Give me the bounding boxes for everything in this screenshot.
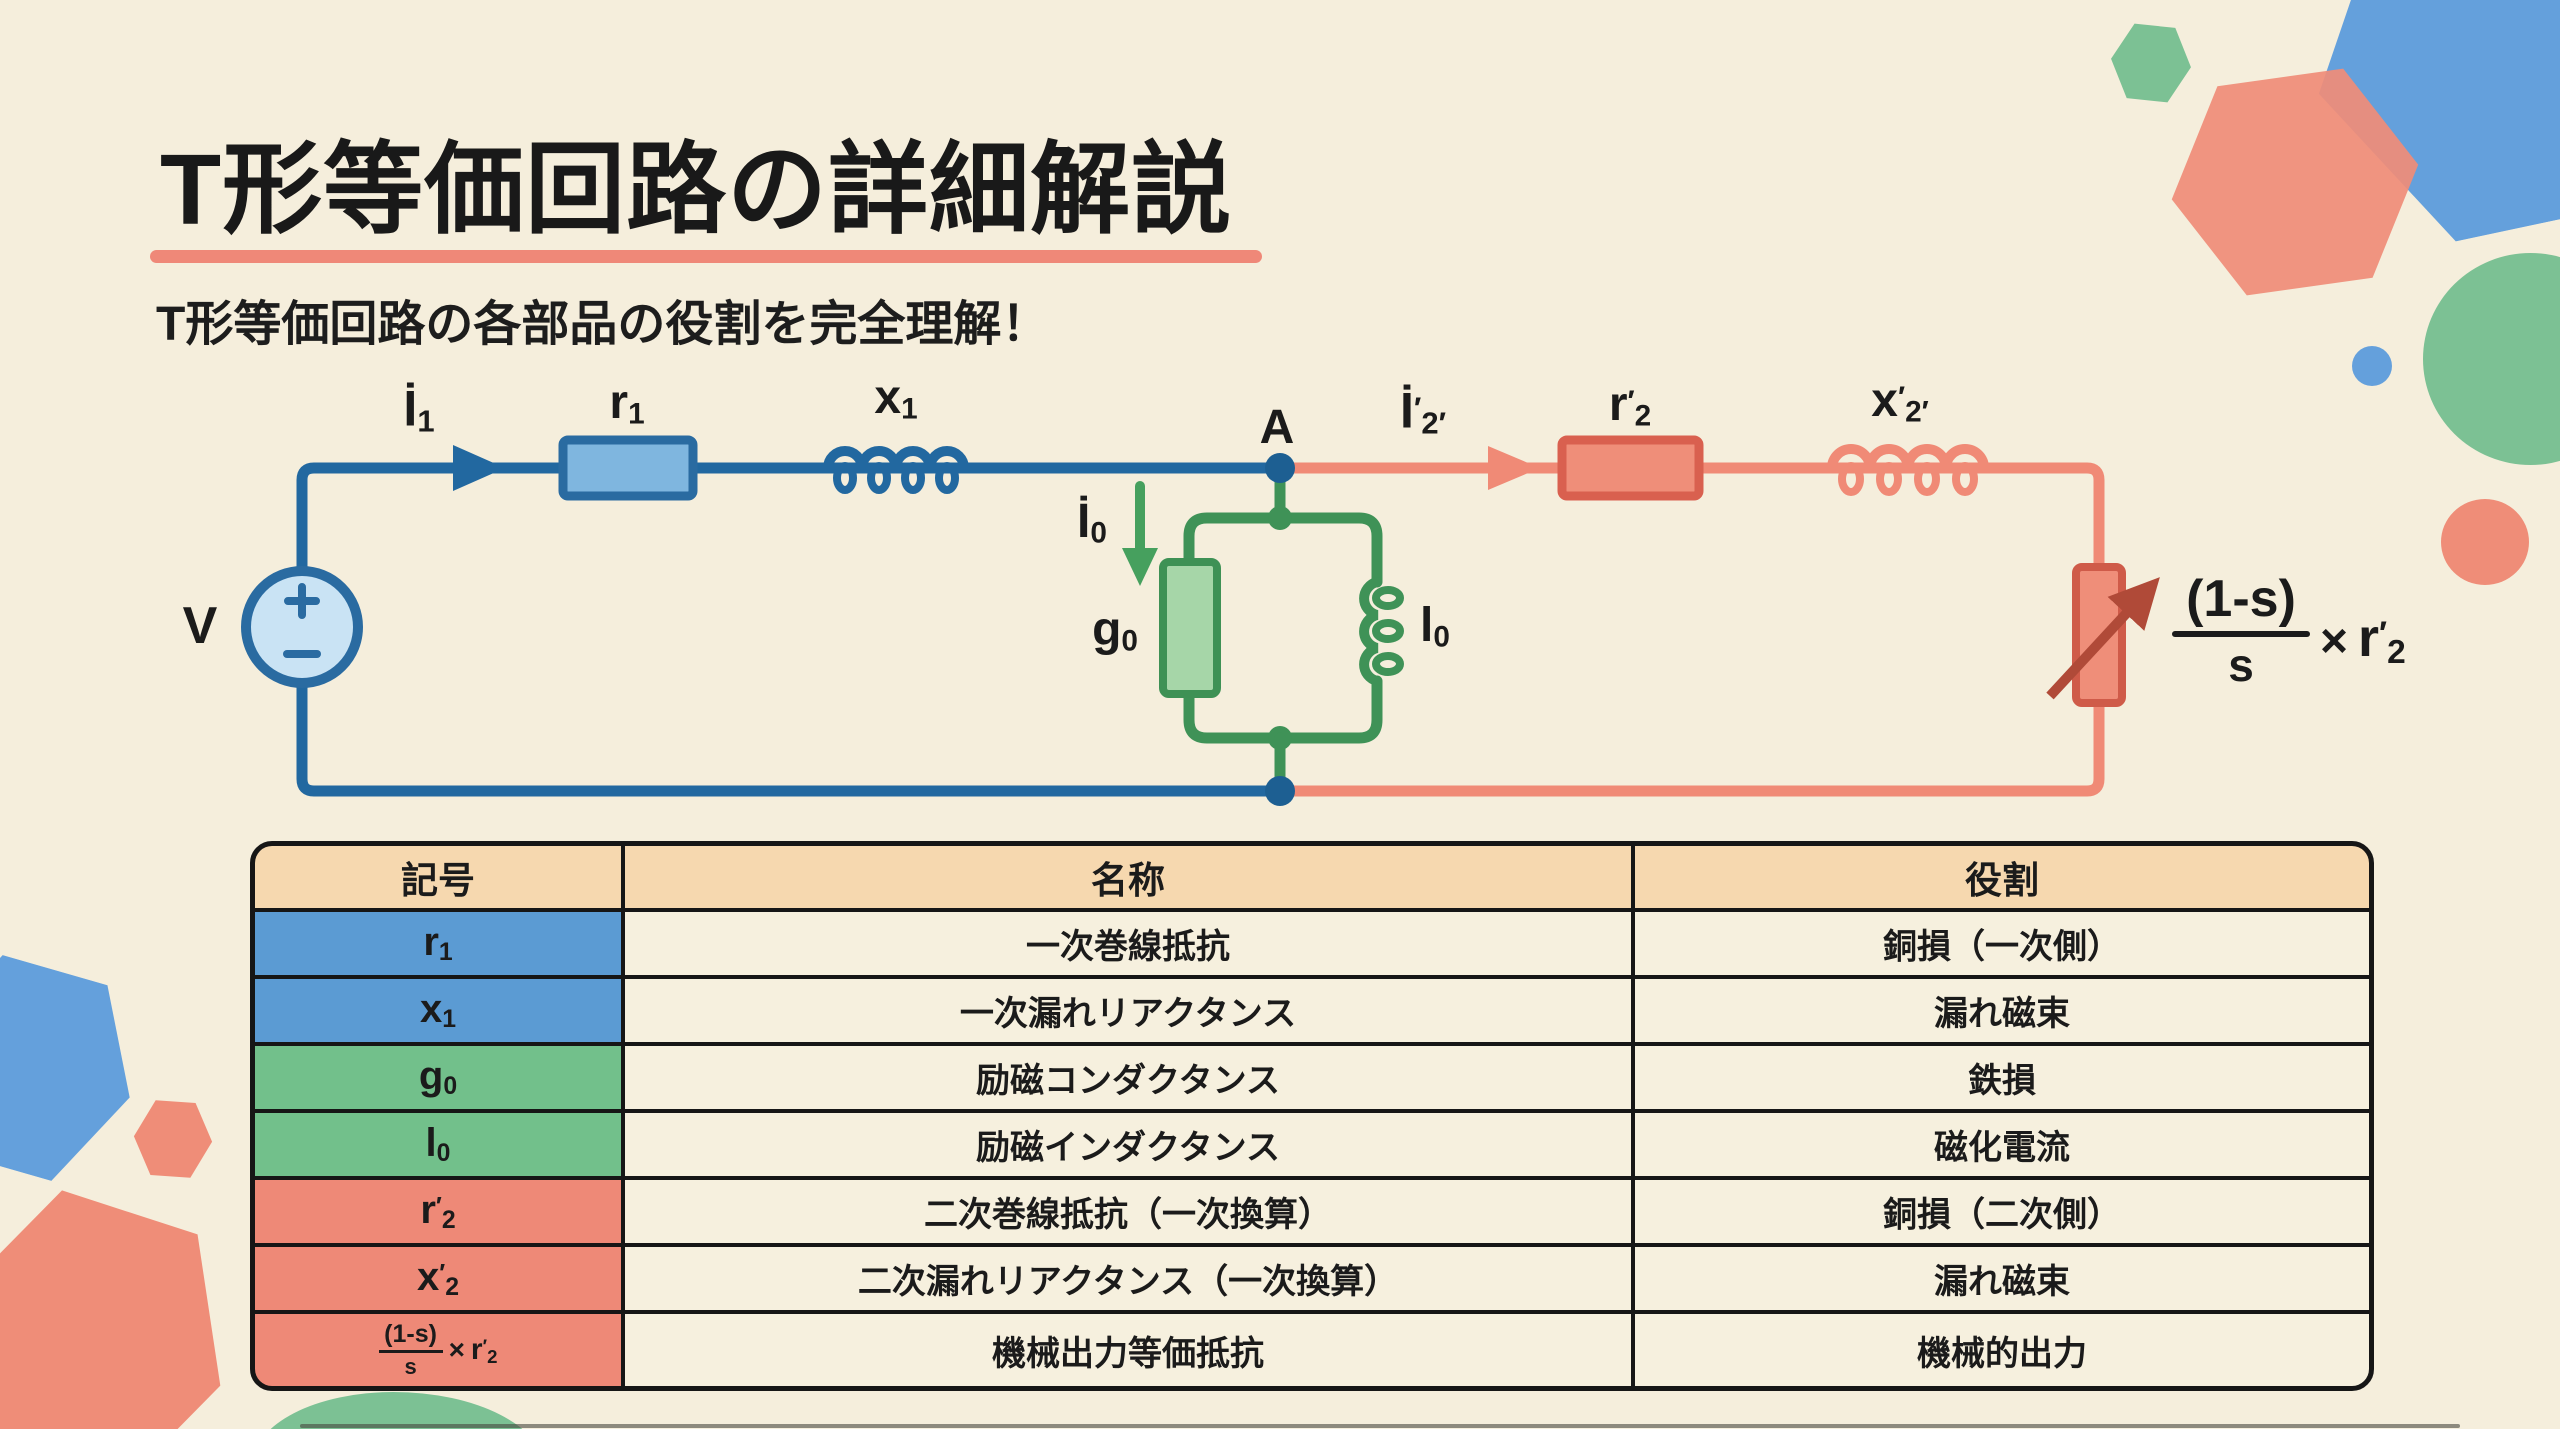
table-cell-role: 鉄損 (1635, 1046, 2369, 1109)
table-cell-symbol-l0: l0 (255, 1113, 621, 1176)
coil-x2-loops (1838, 462, 1978, 496)
label-g0: g0 (1092, 602, 1138, 658)
wire-salmon-bottom (1274, 697, 2105, 797)
label-i1: İ1 (403, 380, 435, 439)
wire-blue-bottom (296, 676, 1286, 797)
label-x2: x′2′ (1871, 373, 1929, 429)
label-v: V (182, 597, 218, 655)
fraction-bar (2172, 630, 2310, 637)
table-cell-role: 漏れ磁束 (1635, 979, 2369, 1042)
fraction-bar (378, 1350, 443, 1353)
shunt-node-top (1268, 506, 1292, 530)
table-cell-role: 漏れ磁束 (1635, 1247, 2369, 1310)
variable-resistor (2072, 563, 2126, 707)
component-table: 記号 名称 役割 r1 一次巻線抵抗 銅損（一次側） x1 一次漏れリアクタンス… (250, 841, 2374, 1391)
label-x1: x1 (874, 370, 918, 426)
label-r1: r1 (609, 375, 645, 431)
voltage-source (241, 566, 363, 688)
table-cell-name: 二次巻線抵抗（一次換算） (625, 1180, 1631, 1243)
label-node-a: A (1259, 401, 1295, 454)
node-a (1265, 453, 1295, 483)
coil-x1-loops (833, 462, 959, 494)
label-i2: İ′2′ (1399, 382, 1447, 441)
formula-fraction: (1-s) s (2172, 572, 2310, 689)
label-l0: l0 (1420, 598, 1450, 654)
table-cell-symbol-x1: x1 (255, 979, 621, 1042)
table-cell-name: 一次漏れリアクタンス (625, 979, 1631, 1042)
coil-x2 (1827, 444, 1989, 473)
label-i0: İ0 (1077, 494, 1107, 550)
table-cell-symbol-g0: g0 (255, 1046, 621, 1109)
current-arrow-i0-head (1122, 548, 1158, 586)
coil-x1 (823, 446, 969, 473)
resistor-r2 (1557, 435, 1704, 501)
page-title: T形等価回路の詳細解説 (160, 134, 1233, 246)
label-r2: r′2 (1608, 377, 1652, 433)
table-cell-role: 銅損（二次側） (1635, 1180, 2369, 1243)
voltage-source-plus-icon (284, 583, 320, 619)
coil-l0 (1359, 577, 1382, 686)
current-arrow-i1 (453, 445, 505, 491)
table-cell-symbol-x2: x′2 (255, 1247, 621, 1310)
wire-blue-top (296, 462, 1286, 579)
table-cell-symbol-r2: r′2 (255, 1180, 621, 1243)
resistor-r1 (558, 435, 698, 501)
bottom-edge-line (300, 1424, 2460, 1428)
formula-r2: r′2 (2358, 608, 2406, 671)
label-mechanical-resistance-formula: (1-s) s × r′2 (2172, 572, 2406, 689)
table-cell-role: 磁化電流 (1635, 1113, 2369, 1176)
table-cell-symbol-r1: r1 (255, 912, 621, 975)
table-header-name: 名称 (625, 846, 1631, 908)
resistor-g0 (1159, 558, 1221, 698)
table-header-role: 役割 (1635, 846, 2369, 908)
variable-resistor-arrow (2046, 577, 2160, 700)
wire-salmon-top (1274, 462, 2105, 573)
node-bottom (1265, 776, 1295, 806)
table-header-symbol: 記号 (255, 846, 621, 908)
coil-l0-loops (1372, 586, 1404, 676)
page-subtitle: T形等価回路の各部品の役割を完全理解！ (156, 298, 1050, 351)
table-cell-role: 銅損（一次側） (1635, 912, 2369, 975)
decor-dot-blue-right (2352, 346, 2392, 386)
table-cell-name: 励磁インダクタンス (625, 1113, 1631, 1176)
table-cell-name: 二次漏れリアクタンス（一次換算） (625, 1247, 1631, 1310)
title-underline (150, 250, 1262, 263)
table-cell-symbol-formula: (1-s) s × r′2 (255, 1314, 621, 1386)
table-cell-name: 一次巻線抵抗 (625, 912, 1631, 975)
table-cell-name: 励磁コンダクタンス (625, 1046, 1631, 1109)
table-cell-role: 機械的出力 (1635, 1314, 2369, 1386)
current-arrow-i2 (1488, 446, 1540, 490)
decor-circle-salmon-right (2441, 499, 2529, 585)
table-cell-name: 機械出力等価抵抗 (625, 1314, 1631, 1386)
